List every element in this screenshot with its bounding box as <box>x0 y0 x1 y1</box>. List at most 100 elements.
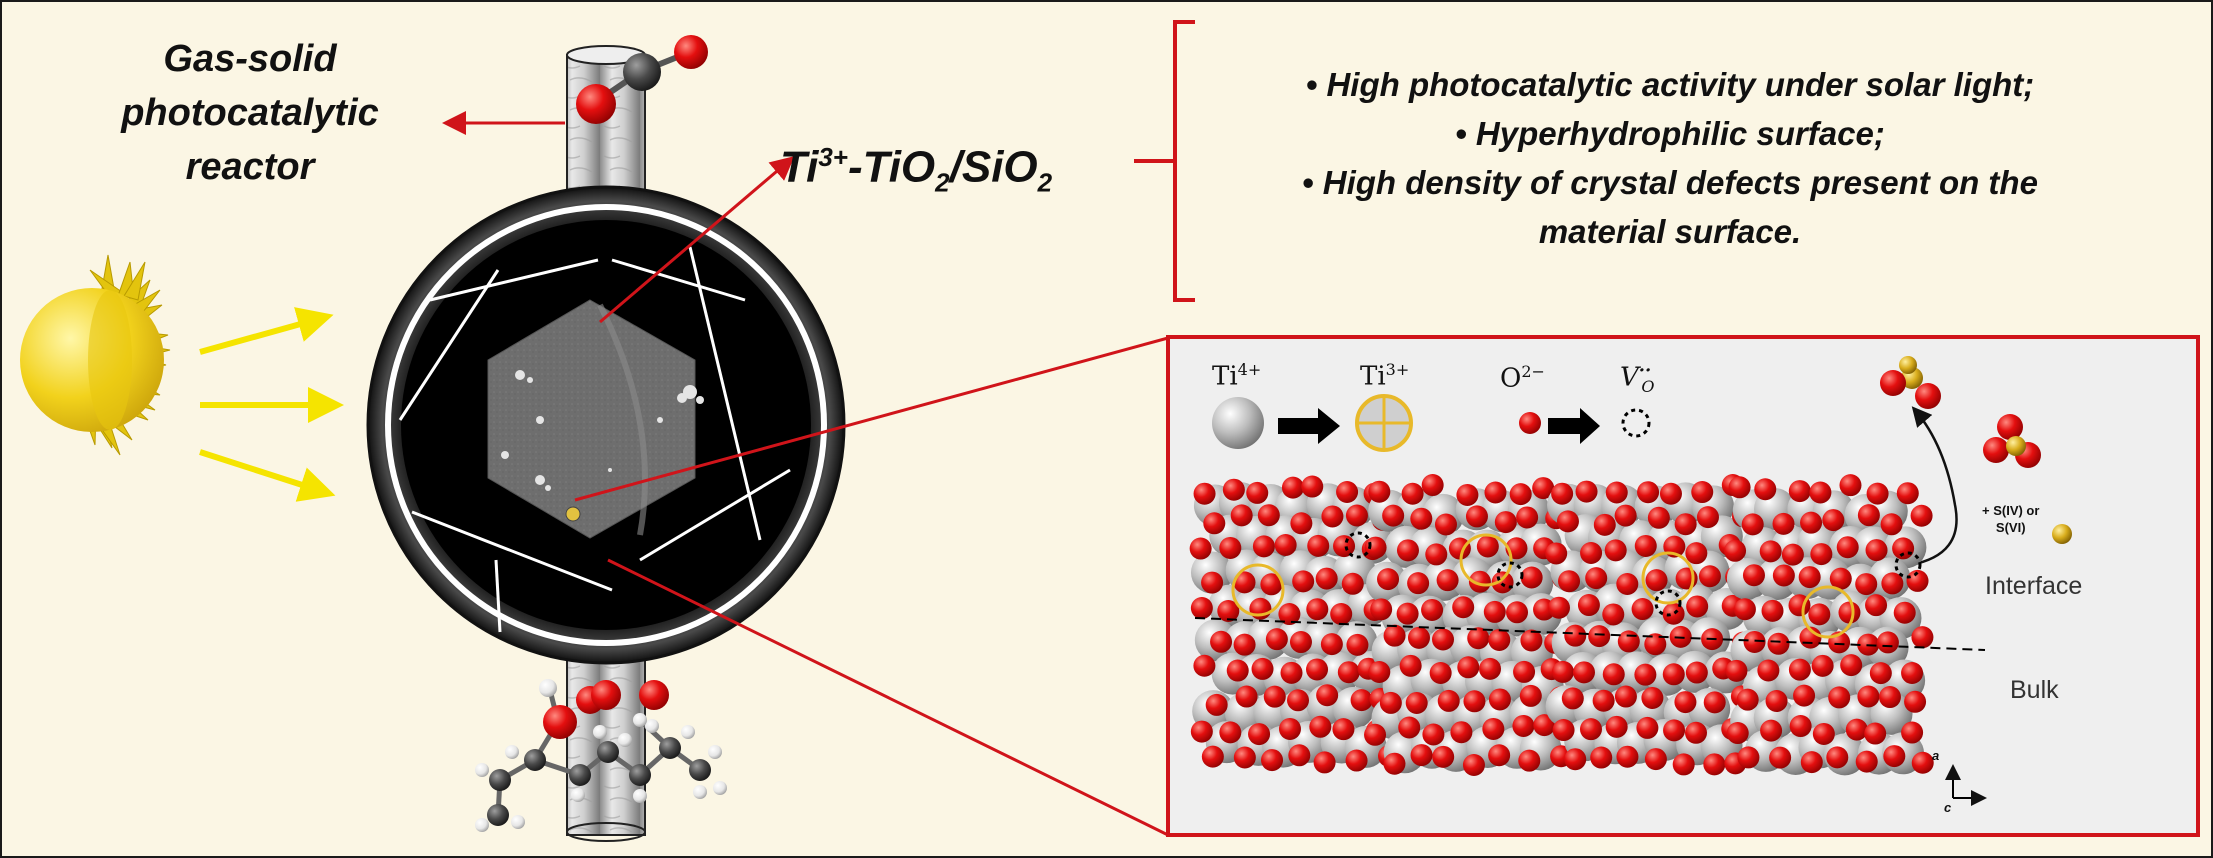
property-item-3a: • High density of crystal defects presen… <box>1302 164 2038 201</box>
oxygen-atom <box>1289 631 1312 654</box>
oxygen-atom <box>1482 717 1505 740</box>
oxygen-atom <box>1812 722 1835 745</box>
reactor-label-line-2: photocatalytic <box>121 92 379 134</box>
property-item-1: • High photocatalytic activity under sol… <box>1305 66 2035 103</box>
vacancy-label: V··O <box>1620 360 1654 396</box>
ti3-symbol: Ti <box>1360 361 1386 392</box>
oxygen-atom <box>1822 509 1845 532</box>
oxygen-atom <box>1592 689 1615 712</box>
oxygen-atom <box>1906 569 1929 592</box>
oxygen-atom <box>1672 753 1695 776</box>
oxygen-atom <box>1789 715 1812 738</box>
oxygen-atom <box>1399 654 1422 677</box>
oxygen-atom <box>1257 504 1280 527</box>
property-item-2: • Hyperhydrophilic surface; <box>1455 115 1885 152</box>
oxygen-atom <box>1684 721 1707 744</box>
oxygen-atom <box>1450 721 1473 744</box>
oxygen-atom <box>1396 602 1419 625</box>
oxygen-atom <box>1479 657 1502 680</box>
oxygen-atom <box>1488 688 1511 711</box>
oxygen-atom <box>1829 567 1852 590</box>
oxygen-atom <box>1292 570 1315 593</box>
oxygen-atom <box>1516 506 1539 529</box>
oxygen-atom <box>1345 504 1368 527</box>
oxygen-atom <box>1350 689 1373 712</box>
oxygen-atom <box>1533 714 1556 737</box>
oxygen-atom <box>1379 691 1402 714</box>
formula-part2: -TiO <box>847 142 936 192</box>
oxygen-atom <box>1280 661 1303 684</box>
oxygen-atom <box>1398 716 1421 739</box>
oxygen-atom <box>1457 656 1480 679</box>
oxygen-atom <box>1509 483 1532 506</box>
oxygen-atom <box>1809 481 1832 504</box>
oxygen-atom <box>1876 631 1899 654</box>
oxygen-atom <box>1904 690 1927 713</box>
oxygen-atom <box>1301 475 1324 498</box>
oxygen-atom <box>1865 539 1888 562</box>
oxygen-atom <box>1436 569 1459 592</box>
oxygen-atom <box>1808 603 1831 626</box>
oxygen-atom <box>1742 564 1765 587</box>
oxygen-atom <box>1396 539 1419 562</box>
oxygen-atom <box>1483 600 1506 623</box>
oxygen-atom <box>1911 626 1934 649</box>
oxygen-atom <box>1401 482 1424 505</box>
oxygen-atom <box>1287 689 1310 712</box>
oxygen-atom <box>1845 718 1868 741</box>
oxygen-atom <box>1488 628 1511 651</box>
oxygen-atom <box>1193 654 1216 677</box>
formula-part3: /SiO <box>949 142 1038 192</box>
formula-ti: Ti <box>780 142 819 192</box>
oxygen-atom <box>1551 660 1574 683</box>
oxygen-atom <box>1641 686 1664 709</box>
ti4-symbol: Ti <box>1212 361 1238 392</box>
ti3-defect-site <box>1801 585 1855 639</box>
oxide-symbol: O <box>1500 363 1522 394</box>
ti3-label: Ti3+ <box>1360 360 1409 392</box>
ti3-defect-site <box>1641 551 1695 605</box>
oxygen-atom <box>1201 745 1224 768</box>
oxygen-atom <box>1337 661 1360 684</box>
oxygen-atom <box>1407 626 1430 649</box>
formula-pointer-arrow <box>599 156 795 324</box>
oxygen-atom <box>1468 570 1491 593</box>
oxygen-atom <box>1703 691 1726 714</box>
oxygen-atom <box>1252 535 1275 558</box>
oxygen-atom <box>1513 660 1536 683</box>
oxygen-atom <box>1616 573 1639 596</box>
oxygen-atom <box>1425 543 1448 566</box>
oxygen-atom <box>1901 721 1924 744</box>
oxygen-atom <box>1488 744 1511 767</box>
oxygen-atom <box>1798 566 1821 589</box>
oxygen-atom <box>1637 481 1660 504</box>
ti4-charge: 4+ <box>1237 360 1262 379</box>
oxygen-atom <box>1880 513 1903 536</box>
oxygen-atom <box>1893 601 1916 624</box>
oxygen-atom <box>1494 511 1517 534</box>
oxygen-atom <box>1605 715 1628 738</box>
oxygen-atom <box>1602 663 1625 686</box>
oxygen-atom <box>1741 513 1764 536</box>
oxygen-atom <box>1410 744 1433 767</box>
oxygen-atom <box>1226 659 1249 682</box>
oxygen-atom <box>1839 474 1862 497</box>
oxygen-atom <box>1588 625 1611 648</box>
oxygen-atom <box>1320 633 1343 656</box>
sun-icon <box>20 254 171 456</box>
oxygen-atom <box>1685 542 1708 565</box>
oxygen-atom <box>1506 601 1529 624</box>
oxygen-atom <box>1330 602 1353 625</box>
oxygen-atom <box>1452 596 1475 619</box>
oxygen-atom <box>1772 564 1795 587</box>
oxygen-atom <box>1235 685 1258 708</box>
oxygen-atom <box>1309 715 1332 738</box>
oxygen-atom <box>1769 746 1792 769</box>
oxygen-atom <box>1364 536 1387 559</box>
oxygen-atom <box>1788 480 1811 503</box>
oxygen-atom <box>1377 568 1400 591</box>
oxygen-atom <box>1278 717 1301 740</box>
oxygen-vacancy-icon <box>1621 408 1651 438</box>
oxygen-atom <box>1456 483 1479 506</box>
